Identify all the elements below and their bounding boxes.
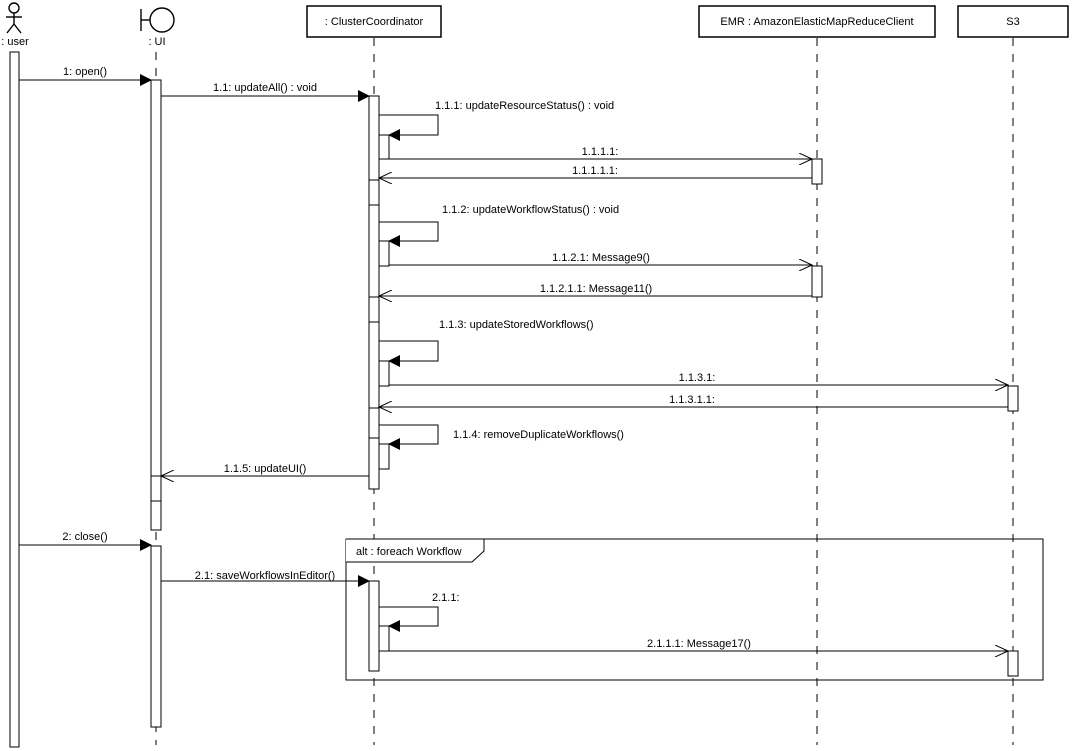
coordinator-activation bbox=[368, 179, 380, 206]
coordinator-activation bbox=[368, 580, 380, 672]
emr-activation bbox=[811, 158, 823, 185]
coordinator-activation bbox=[378, 134, 390, 160]
ui-activation bbox=[150, 475, 162, 502]
message-label: 1.1.4: removeDuplicateWorkflows() bbox=[453, 429, 624, 441]
boundary-icon bbox=[140, 7, 175, 33]
alt-fragment-tab bbox=[346, 538, 485, 563]
self-call-arrow bbox=[379, 221, 439, 247]
message-label: 2.1.1: bbox=[432, 592, 460, 604]
message-label: 1.1.2: updateWorkflowStatus() : void bbox=[442, 204, 619, 216]
self-call-arrow bbox=[379, 606, 439, 632]
message-label: 1.1.3: updateStoredWorkflows() bbox=[439, 319, 593, 331]
alt-fragment bbox=[345, 538, 1044, 681]
coordinator-activation bbox=[368, 296, 380, 323]
message-label: 1.1.3.1.1: bbox=[669, 394, 715, 406]
ui-label: : UI bbox=[148, 36, 165, 48]
self-call-arrow bbox=[379, 340, 439, 367]
coordinator-header bbox=[306, 5, 442, 38]
coordinator-activation bbox=[368, 407, 380, 439]
coordinator-activation bbox=[378, 625, 390, 652]
user-actor-icon bbox=[6, 2, 22, 34]
message-label: 1.1.1.1.1: bbox=[572, 165, 618, 177]
alt-fragment-label: alt : foreach Workflow bbox=[356, 546, 462, 558]
coordinator-label: : ClusterCoordinator bbox=[325, 16, 424, 28]
coordinator-activation bbox=[378, 240, 390, 267]
s3-header bbox=[957, 5, 1069, 38]
emr-label: EMR : AmazonElasticMapReduceClient bbox=[720, 16, 913, 28]
message-label: 1.1.1.1: bbox=[582, 146, 619, 158]
coordinator-activation bbox=[378, 360, 390, 387]
user-activation bbox=[9, 51, 20, 748]
message-label: 1.1: updateAll() : void bbox=[213, 82, 317, 94]
emr-activation bbox=[811, 265, 823, 298]
emr-header bbox=[698, 5, 936, 38]
message-label: 1.1.2.1.1: Message11() bbox=[540, 283, 652, 295]
message-label: 1.1.2.1: Message9() bbox=[552, 252, 650, 264]
message-label: 1.1.3.1: bbox=[679, 372, 716, 384]
user-label: : user bbox=[1, 36, 29, 48]
self-call-arrow bbox=[379, 114, 439, 141]
message-label: 1.1.5: updateUI() bbox=[224, 463, 307, 475]
message-label: 1: open() bbox=[63, 66, 107, 78]
message-label: 2.1: saveWorkflowsInEditor() bbox=[195, 570, 335, 582]
self-call-arrow bbox=[379, 424, 439, 450]
ui-activation bbox=[150, 79, 162, 531]
coordinator-activation bbox=[378, 443, 390, 470]
ui-activation bbox=[150, 545, 162, 728]
message-label: 1.1.1: updateResourceStatus() : void bbox=[435, 100, 614, 112]
s3-activation bbox=[1007, 650, 1019, 677]
s3-label: S3 bbox=[1006, 16, 1019, 28]
message-label: 2: close() bbox=[62, 531, 107, 543]
message-label: 2.1.1.1: Message17() bbox=[647, 638, 751, 650]
s3-activation bbox=[1007, 385, 1019, 412]
